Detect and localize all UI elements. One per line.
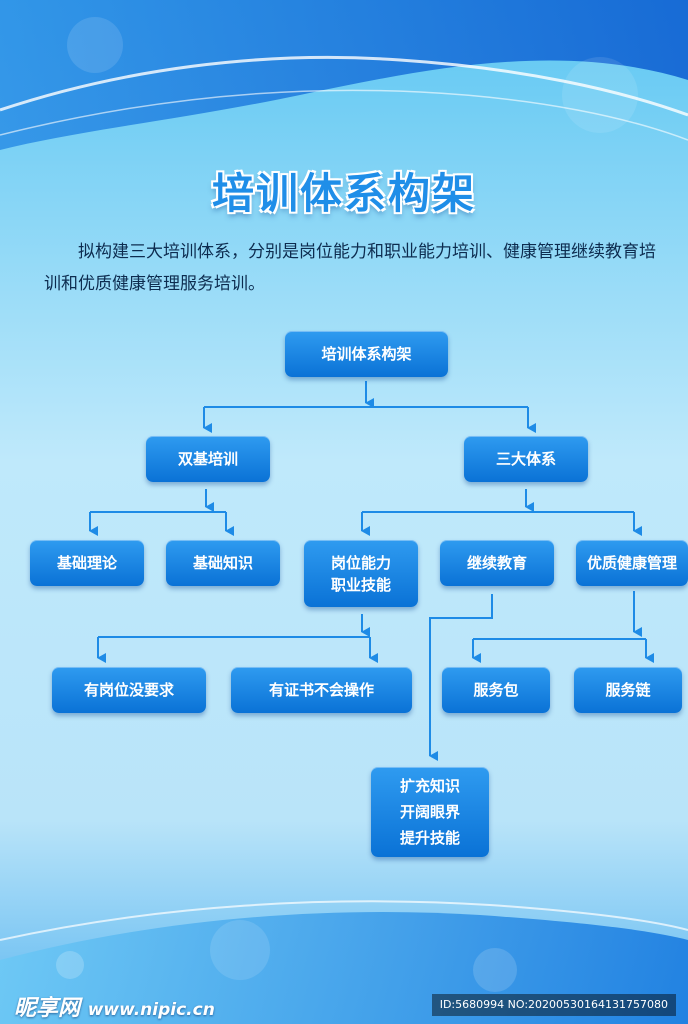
node-expand-knowledge: 扩充知识 开阔眼界 提升技能 bbox=[371, 767, 489, 857]
node-quality-label: 优质健康管理 bbox=[586, 554, 677, 572]
node-post-ability: 岗位能力 职业技能 bbox=[304, 540, 418, 607]
node-post-no-requirement: 有岗位没要求 bbox=[52, 667, 206, 713]
node-req-label: 有岗位没要求 bbox=[83, 681, 174, 699]
node-knowledge-label: 基础知识 bbox=[192, 554, 253, 572]
node-expand-line3: 提升技能 bbox=[399, 829, 460, 847]
watermark-brand-name: 昵享网 bbox=[14, 996, 81, 1021]
node-continuing-label: 继续教育 bbox=[466, 554, 527, 572]
node-dual-label: 双基培训 bbox=[177, 450, 238, 468]
node-chain-label: 服务链 bbox=[605, 681, 651, 699]
node-three-systems: 三大体系 bbox=[464, 436, 588, 482]
node-cert-label: 有证书不会操作 bbox=[268, 681, 374, 699]
watermark-brand: 昵享网 www.nipic.cn bbox=[14, 990, 215, 1022]
node-basic-theory: 基础理论 bbox=[30, 540, 144, 586]
node-three-label: 三大体系 bbox=[495, 450, 556, 468]
watermark-site: www.nipic.cn bbox=[87, 1000, 215, 1020]
node-service-chain: 服务链 bbox=[574, 667, 682, 713]
watermark-id: ID:5680994 NO:20200530164131757080 bbox=[431, 994, 676, 1016]
page-title: 培训体系构架 bbox=[211, 169, 476, 218]
node-post-line1: 岗位能力 bbox=[330, 553, 391, 572]
node-dual-foundation-training: 双基培训 bbox=[146, 436, 270, 482]
node-root: 培训体系构架 bbox=[285, 331, 448, 377]
node-basic-knowledge: 基础知识 bbox=[166, 540, 280, 586]
node-continuing-education: 继续教育 bbox=[440, 540, 554, 586]
node-package-label: 服务包 bbox=[473, 681, 519, 699]
node-expand-line1: 扩充知识 bbox=[399, 777, 460, 795]
node-cert-cannot-operate: 有证书不会操作 bbox=[231, 667, 412, 713]
node-expand-line2: 开阔眼界 bbox=[399, 803, 460, 821]
node-post-line2: 职业技能 bbox=[330, 575, 391, 594]
intro-paragraph: 拟构建三大培训体系，分别是岗位能力和职业能力培训、健康管理继续教育培训和优质健康… bbox=[44, 242, 656, 294]
node-service-package: 服务包 bbox=[442, 667, 550, 713]
node-root-label: 培训体系构架 bbox=[321, 345, 412, 363]
node-theory-label: 基础理论 bbox=[56, 554, 117, 572]
node-quality-health-management: 优质健康管理 bbox=[576, 540, 688, 586]
